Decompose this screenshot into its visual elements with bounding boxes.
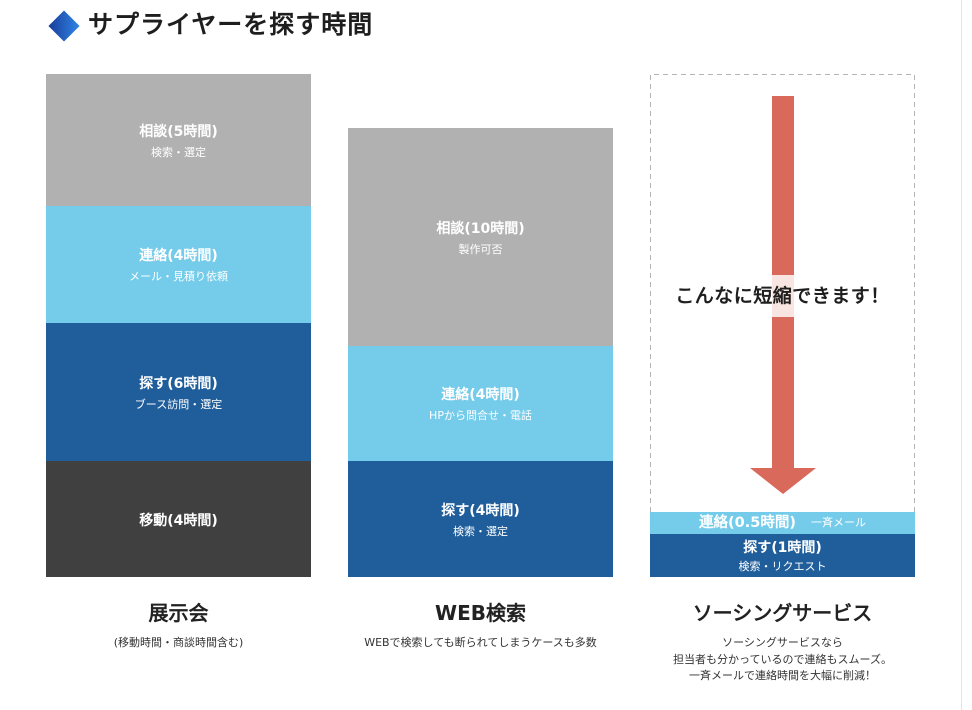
column-title: 展示会 (148, 601, 209, 625)
segment-search: 探す(4時間) 検索・選定 (348, 461, 613, 577)
segment-contact: 連絡(0.5時間) 一斉メール (650, 512, 915, 534)
segment-search: 探す(1時間) 検索・リクエスト (650, 534, 915, 577)
reduction-callout: こんなに短縮できます！ (650, 275, 915, 317)
column-note-line: WEBで検索しても断られてしまうケースも多数 (364, 636, 597, 649)
segment-label: 探す(4時間) (441, 502, 520, 519)
segment-label: 連絡(4時間) (139, 248, 218, 264)
segment-contact: 連絡(4時間) メール・見積り依頼 (46, 206, 311, 323)
segment-detail: HPから問合せ・電話 (429, 409, 532, 422)
segment-label: 探す(1時間) (743, 540, 822, 556)
column-web-search: 相談(10時間) 製作可否 連絡(4時間) HPから問合せ・電話 探す(4時間)… (348, 0, 613, 710)
segment-label: 相談(10時間) (436, 220, 525, 237)
segment-detail: 製作可否 (458, 242, 503, 256)
segment-label: 相談(5時間) (139, 123, 218, 140)
segment-label: 探す(6時間) (139, 375, 218, 392)
page-title: サプライヤーを探す時間 (88, 10, 374, 39)
column-note-line: ソーシングサービスなら (722, 636, 843, 649)
page-edge-divider (961, 0, 962, 710)
segment-search: 探す(6時間) ブース訪問・選定 (46, 323, 311, 461)
column-note-line: 一斉メールで連絡時間を大幅に削減！ (689, 669, 876, 682)
segment-detail: 検索・リクエスト (738, 560, 827, 573)
column-notes: ソーシングサービスなら 担当者も分かっているので連絡もスムーズ。 一斉メールで連… (650, 635, 915, 685)
segment-detail: 検索・選定 (151, 145, 206, 159)
column-title: WEB検索 (435, 601, 526, 625)
reduction-dashed-frame (650, 74, 915, 512)
segment-contact: 連絡(4時間) HPから問合せ・電話 (348, 346, 613, 461)
segment-label: 移動(4時間) (139, 512, 218, 529)
segment-detail: 検索・選定 (453, 524, 508, 538)
callout-text: こんなに短縮できます！ (675, 275, 890, 317)
column-notes: (移動時間・商談時間含む) (46, 635, 311, 652)
segment-detail: ブース訪問・選定 (134, 397, 223, 411)
segment-consult: 相談(5時間) 検索・選定 (46, 74, 311, 206)
column-sourcing-service: こんなに短縮できます！ 連絡(0.5時間) 一斉メール 探す(1時間) 検索・リ… (650, 0, 915, 710)
column-exhibition: 相談(5時間) 検索・選定 連絡(4時間) メール・見積り依頼 探す(6時間) … (46, 0, 311, 710)
column-note-line: 担当者も分かっているので連絡もスムーズ。 (673, 652, 892, 666)
segment-label: 連絡(0.5時間) (699, 515, 796, 531)
segment-detail: メール・見積り依頼 (129, 270, 228, 283)
column-title: ソーシングサービス (692, 601, 873, 625)
segment-detail: 一斉メール (810, 516, 866, 529)
column-notes: WEBで検索しても断られてしまうケースも多数 (348, 635, 613, 652)
segment-consult: 相談(10時間) 製作可否 (348, 128, 613, 346)
segment-travel: 移動(4時間) (46, 461, 311, 577)
segment-label: 連絡(4時間) (441, 387, 520, 403)
column-note-line: (移動時間・商談時間含む) (113, 636, 244, 649)
